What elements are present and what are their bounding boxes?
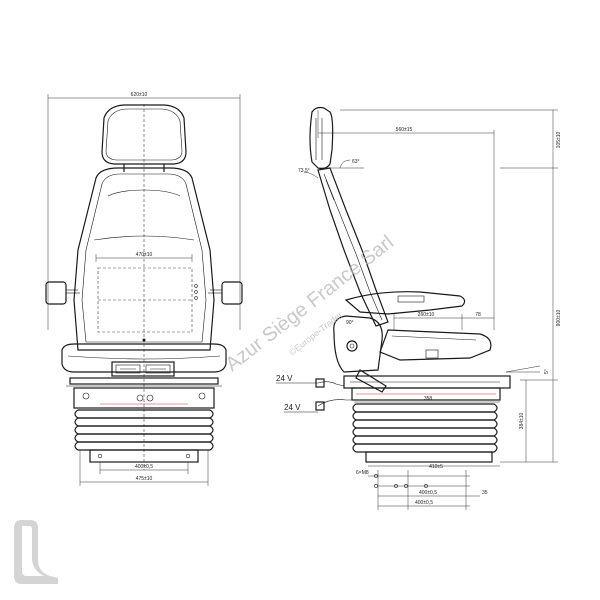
- watermark-text: Azur Siège France Sarl: [222, 231, 398, 376]
- side-seat-offset-label: 78: [475, 312, 481, 318]
- side-depth-top-label: 560±15: [396, 127, 413, 133]
- side-headrest: [309, 106, 334, 170]
- voltage-label-1: 24 V: [276, 374, 293, 383]
- side-pivot-mechanism: 90°: [333, 315, 387, 393]
- side-cushion-depth-label: 260±10: [418, 312, 435, 318]
- voltage-label-2: 24 V: [284, 403, 301, 412]
- side-height-seat-label: 384±10: [519, 412, 525, 429]
- headrest: [101, 104, 187, 165]
- side-backrest: [317, 167, 389, 327]
- side-pivot-label: 90°: [346, 320, 354, 326]
- front-bellows: [74, 409, 214, 451]
- side-height-top-label: 105±10: [556, 131, 562, 148]
- side-tilt-angle-label: 5°: [544, 369, 550, 374]
- front-base-outer-label: 475±10: [136, 476, 153, 482]
- side-height-total-label: 900±10: [556, 309, 562, 326]
- side-backrest-angle-label: 63°: [352, 159, 360, 165]
- brand-logo: [14, 520, 58, 584]
- front-base-inner-label: 400±0,5: [135, 464, 153, 470]
- side-seat-cushion: [344, 291, 466, 315]
- rail-end-label: 35: [482, 490, 488, 496]
- rail-bolt-pattern: 410±5 400±0,5 400±0,5 6×M8 35: [356, 464, 500, 510]
- watermark: Azur Siège France Sarl ©Europe-Trader: [222, 231, 398, 376]
- side-view: 560±15 105±10 900±10 384±10 63° 73,5°: [276, 106, 562, 510]
- seat-cushion-front: [61, 343, 227, 373]
- side-bellows: [352, 403, 498, 453]
- rail-pitch-a-label: 410±5: [429, 464, 443, 470]
- backrest: [73, 167, 215, 351]
- rail-pitch-c-label: 400±0,5: [415, 500, 433, 506]
- left-armrest: [45, 281, 80, 305]
- front-view: 620±10 470±10: [45, 92, 243, 486]
- right-armrest: [208, 281, 243, 305]
- side-recline-angle-label: 73,5°: [298, 168, 310, 174]
- front-cushion-width-label: 470±10: [136, 252, 153, 258]
- rail-offset-label: 6×M8: [356, 470, 369, 476]
- front-overall-width-label: 620±10: [131, 92, 148, 98]
- rail-pitch-b-label: 400±0,5: [419, 490, 437, 496]
- side-base-length-label: 358: [424, 396, 433, 402]
